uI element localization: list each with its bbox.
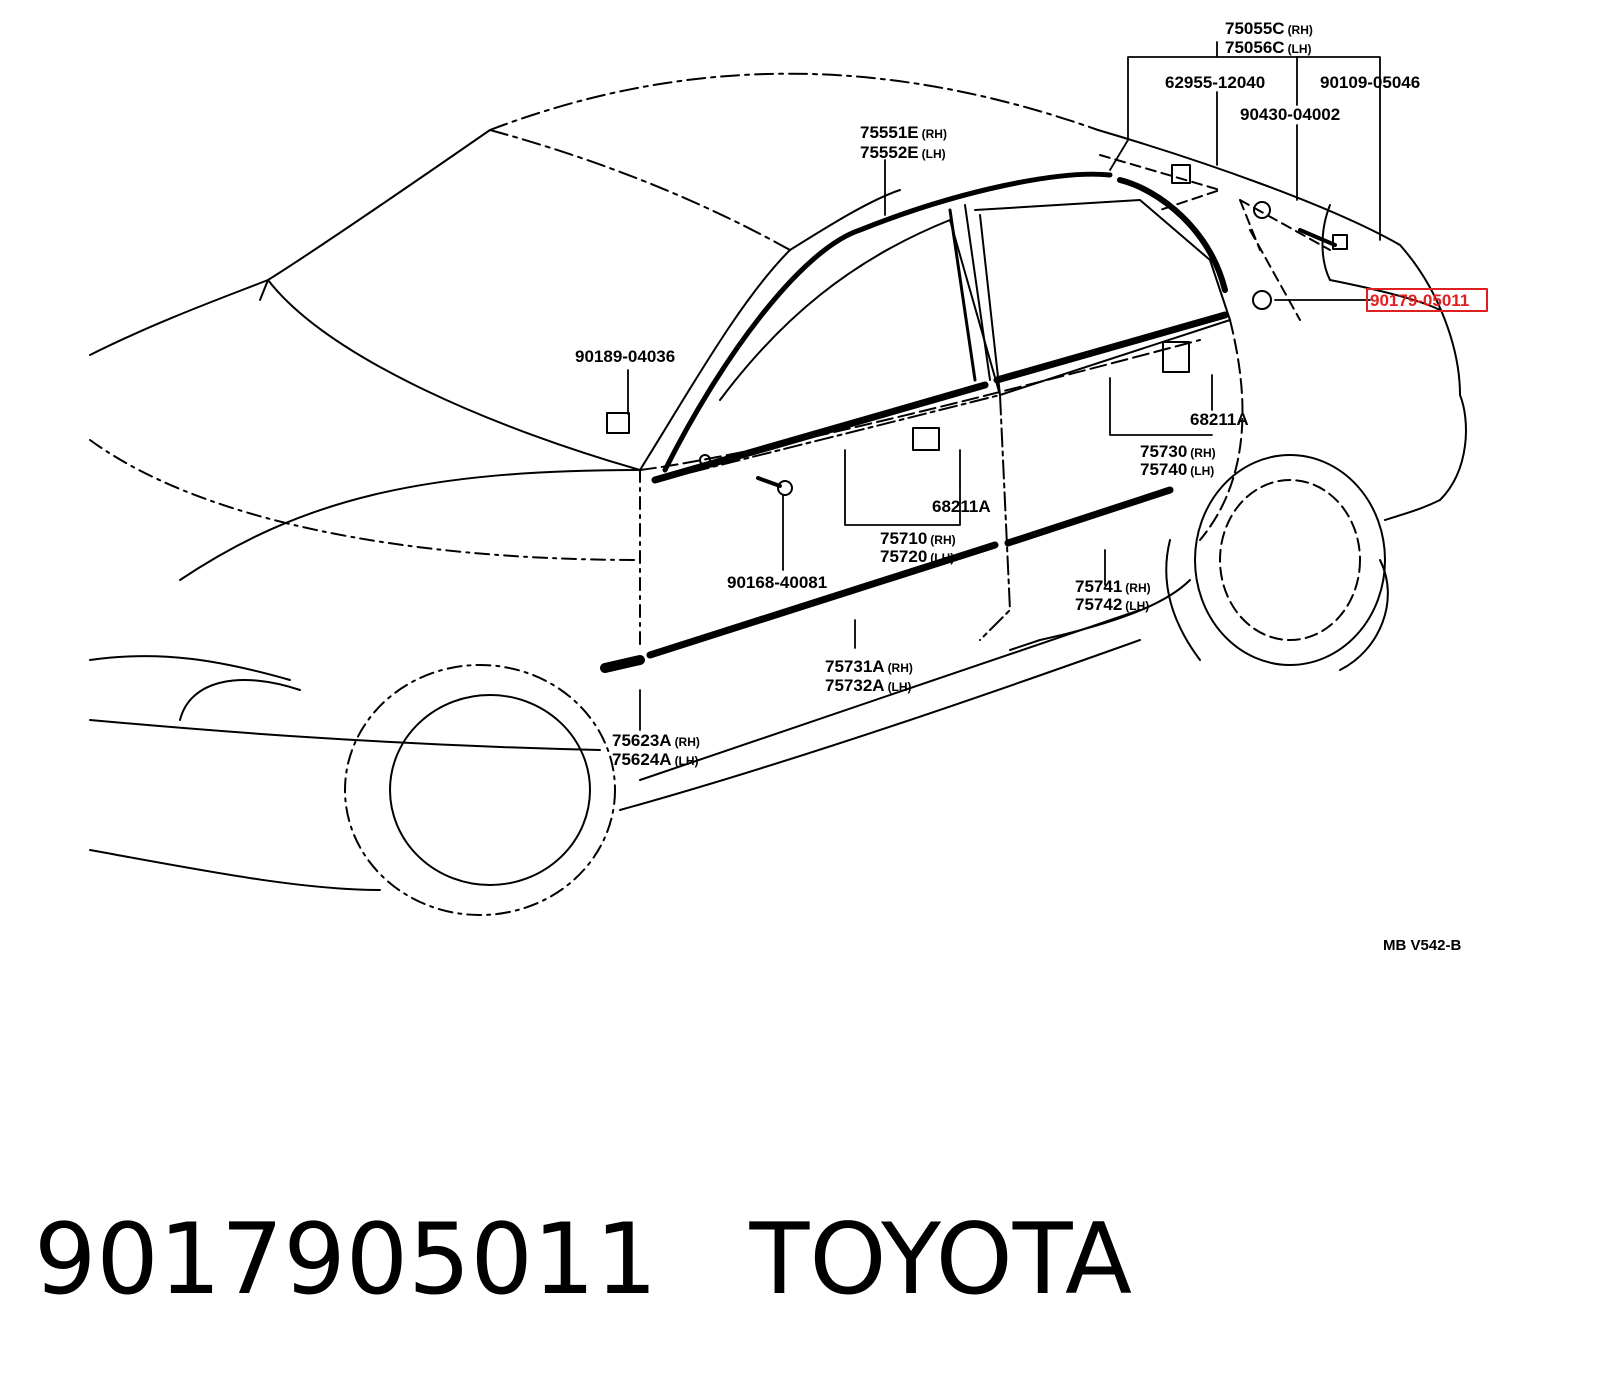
label-90109-05046: 90109-05046 bbox=[1320, 73, 1420, 92]
highlight-box bbox=[1366, 288, 1488, 312]
side-moldings bbox=[600, 311, 1229, 673]
part-labels: 75055C(RH) 75056C(LH) 62955-12040 90109-… bbox=[575, 19, 1469, 954]
label-75741: 75741(RH) bbox=[1075, 577, 1151, 596]
label-75730: 75730(RH) bbox=[1140, 442, 1216, 461]
label-75720: 75720(LH) bbox=[880, 547, 954, 566]
label-90179-05011: 90179-05011 bbox=[1370, 291, 1469, 310]
label-68211a-rear: 68211A bbox=[1190, 410, 1249, 429]
label-90168-40081: 90168-40081 bbox=[727, 573, 827, 592]
label-90430-04002: 90430-04002 bbox=[1240, 105, 1340, 124]
label-75623a: 75623A(RH) bbox=[612, 731, 700, 750]
label-75551e: 75551E(RH) bbox=[860, 123, 947, 142]
label-68211a-front: 68211A bbox=[932, 497, 991, 516]
car-body-outline bbox=[89, 72, 1467, 916]
footer-caption: 9017905011 TOYOTA bbox=[34, 1205, 1132, 1315]
label-75740: 75740(LH) bbox=[1140, 460, 1214, 479]
label-75624a: 75624A(LH) bbox=[612, 750, 699, 769]
part-number: 9017905011 bbox=[34, 1203, 658, 1317]
diagram-code: MB V542-B bbox=[1383, 937, 1462, 954]
label-90189-04036: 90189-04036 bbox=[575, 347, 675, 366]
brand-name: TOYOTA bbox=[749, 1203, 1133, 1317]
parts-diagram: 75055C(RH) 75056C(LH) 62955-12040 90109-… bbox=[89, 19, 1488, 954]
label-62955-12040: 62955-12040 bbox=[1165, 73, 1265, 92]
fastener-symbols bbox=[606, 164, 1348, 496]
leader-lines bbox=[627, 41, 1381, 731]
label-75731a: 75731A(RH) bbox=[825, 657, 913, 676]
label-75732a: 75732A(LH) bbox=[825, 676, 912, 695]
label-75710: 75710(RH) bbox=[880, 529, 956, 548]
label-75056c: 75056C(LH) bbox=[1225, 38, 1312, 57]
label-75742: 75742(LH) bbox=[1075, 595, 1149, 614]
label-75552e: 75552E(LH) bbox=[860, 143, 946, 162]
label-75055c: 75055C(RH) bbox=[1225, 19, 1313, 38]
